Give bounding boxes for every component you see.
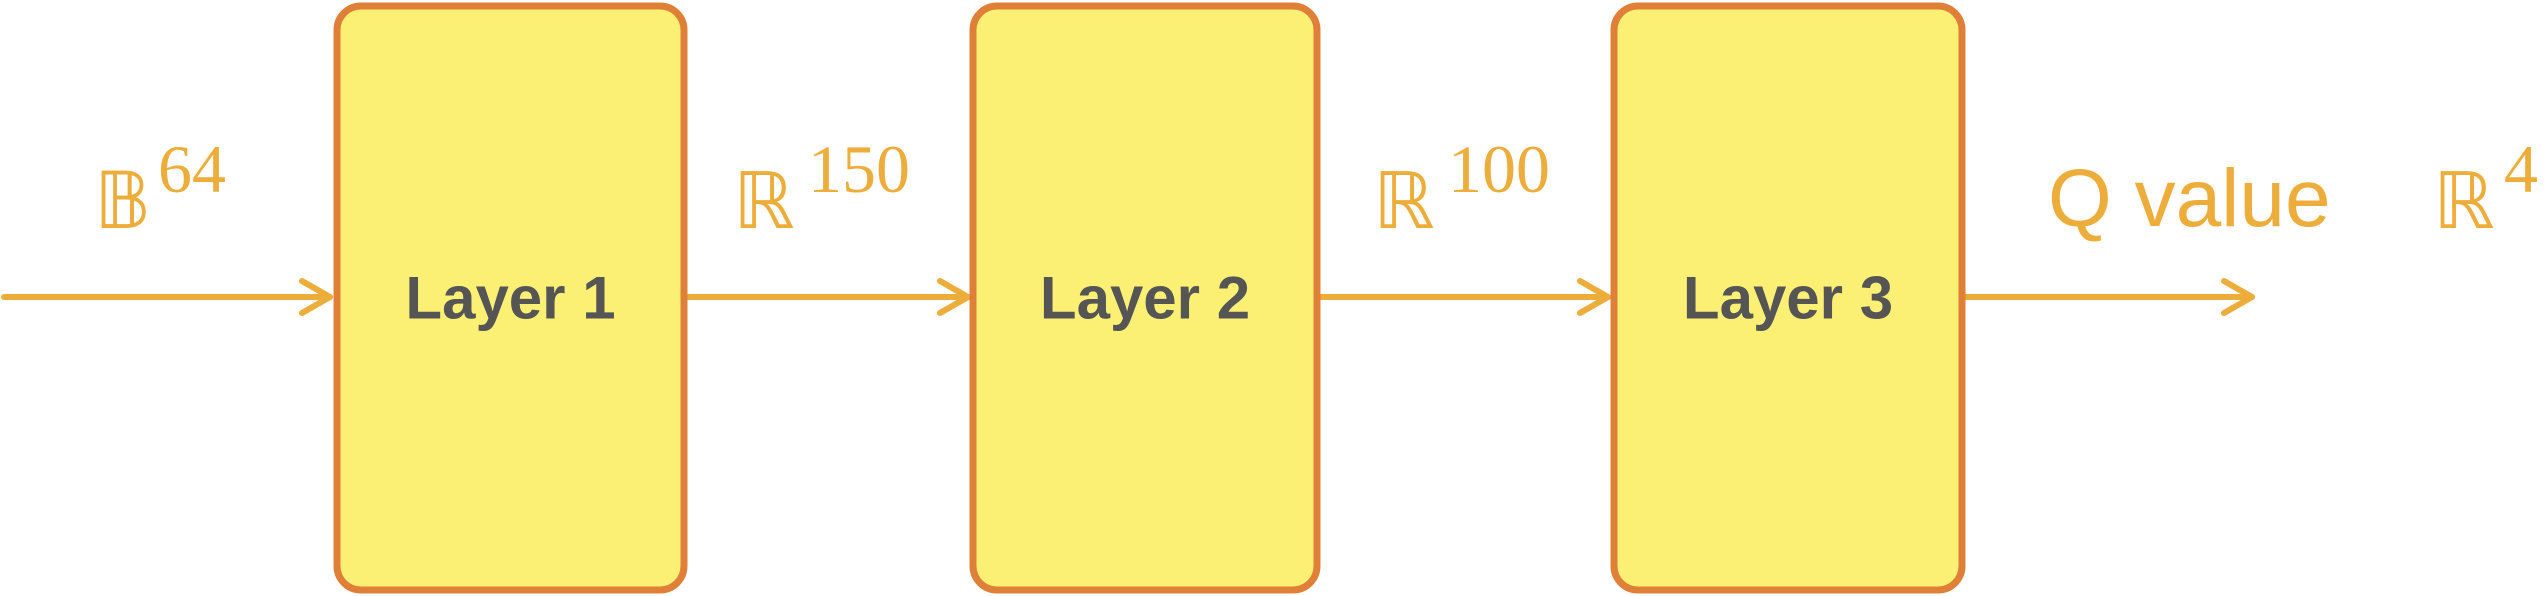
layer-1-box: [333, 2, 688, 594]
input-arrow: [1, 278, 333, 316]
output-space-exponent: 4: [2504, 131, 2538, 207]
layer-3-box: [1610, 2, 1966, 594]
arrows: [1, 278, 2255, 316]
hidden2-space-symbol: ℝ: [1373, 157, 1435, 247]
hidden1-space-exponent: 150: [808, 131, 910, 207]
output-arrow-head: [2221, 278, 2255, 316]
layer-3-label: Layer 3: [1683, 265, 1893, 332]
output-label: Q value: [2048, 153, 2331, 244]
output-arrow: [1959, 278, 2255, 316]
hidden2-space-exponent: 100: [1448, 131, 1550, 207]
hidden1-annotation: ℝ 150: [733, 131, 910, 247]
layer-3-block: Layer 3: [1610, 2, 1966, 594]
arrow-2-3-head: [1577, 278, 1611, 316]
hidden2-annotation: ℝ 100: [1373, 131, 1550, 247]
input-arrow-head: [299, 278, 333, 316]
layer-2-box: [969, 2, 1321, 594]
input-space-exponent: 64: [158, 131, 226, 207]
layer-2-block: Layer 2: [969, 2, 1321, 594]
arrow-layer2-to-layer3: [1313, 278, 1611, 316]
layer-1-block: Layer 1: [333, 2, 688, 594]
arrow-1-2-head: [937, 278, 971, 316]
input-annotation: 𝔹 64: [94, 131, 226, 247]
hidden1-space-symbol: ℝ: [733, 157, 795, 247]
input-space-symbol: 𝔹: [94, 157, 151, 247]
layer-1-label: Layer 1: [405, 265, 615, 332]
arrow-layer1-to-layer2: [675, 278, 971, 316]
output-annotation: Q value ℝ 4: [2048, 131, 2538, 247]
output-space-symbol: ℝ: [2433, 157, 2495, 247]
layer-2-label: Layer 2: [1040, 265, 1250, 332]
